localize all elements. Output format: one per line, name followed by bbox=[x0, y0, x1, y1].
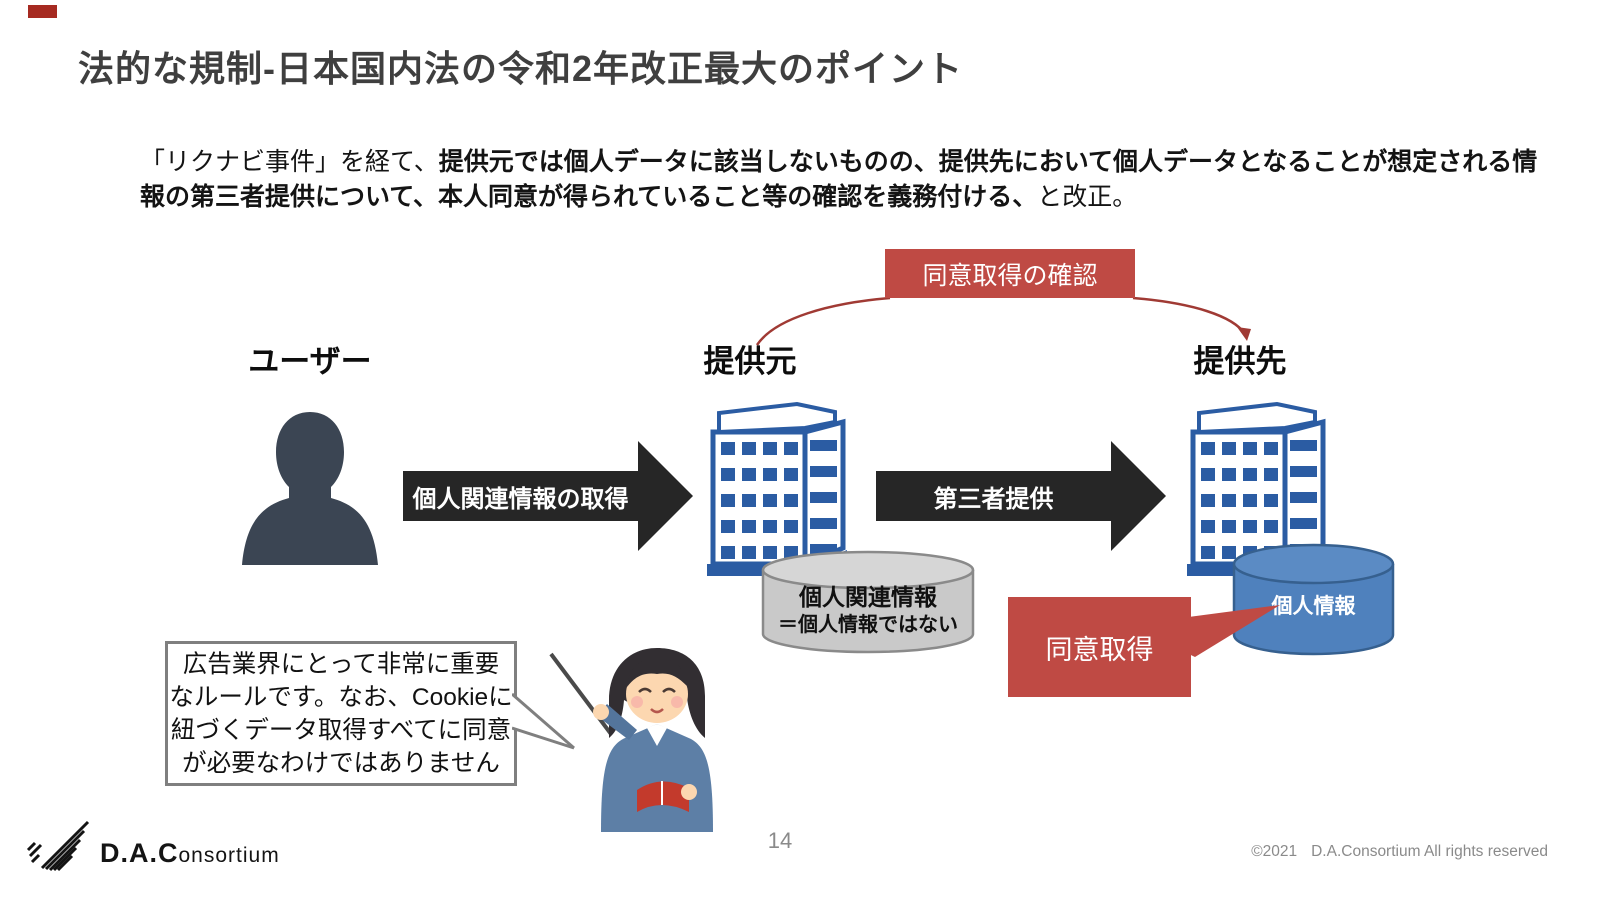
pointer-stick bbox=[549, 652, 613, 736]
consent-callout-label: 同意取得 bbox=[1008, 597, 1191, 697]
third-party-arrow: 第三者提供 bbox=[876, 441, 1166, 551]
user-silhouette-icon bbox=[242, 412, 378, 565]
body-paragraph: 「リクナビ事件」を経て、提供元では個人データに該当しないものの、提供先において個… bbox=[140, 145, 1545, 215]
acquisition-arrow: 個人関連情報の取得 bbox=[403, 441, 693, 551]
speech-bubble-line: 広告業界にとって非常に重要 bbox=[182, 650, 500, 678]
page-title: 法的な規制-日本国内法の令和2年改正最大のポイント bbox=[78, 48, 964, 89]
gray-cylinder-line2: ＝個人情報ではない bbox=[778, 614, 958, 636]
third-party-arrow-label: 第三者提供 bbox=[933, 485, 1054, 513]
page-number: 14 bbox=[767, 828, 793, 853]
logo-rest-text: onsortium bbox=[178, 844, 280, 867]
acquisition-arrow-label: 個人関連情報の取得 bbox=[412, 485, 629, 513]
logo-bold-text: D.A.C bbox=[100, 838, 179, 868]
database-cylinder-icon bbox=[761, 550, 975, 654]
provider-label: 提供元 bbox=[703, 344, 797, 379]
body-segment-regular-2: と改正。 bbox=[1037, 183, 1138, 211]
blue-cylinder-label: 個人情報 bbox=[1271, 595, 1356, 618]
consent-callout: 同意取得 bbox=[1008, 593, 1293, 699]
speech-bubble-line: なルールです。なお、Cookieに bbox=[169, 683, 513, 711]
consent-check-callout: 同意取得の確認 bbox=[885, 249, 1135, 298]
copyright-notice: ©2021 D.A.Consortium All rights reserved bbox=[1251, 843, 1548, 861]
dac-logo-icon bbox=[26, 820, 90, 872]
copyright-text: D.A.Consortium All rights reserved bbox=[1311, 843, 1548, 860]
callout-pointer bbox=[1128, 605, 1280, 657]
user-label: ユーザー bbox=[248, 344, 372, 379]
database-cylinder-icon bbox=[1232, 543, 1395, 656]
speech-bubble: 広告業界にとって非常に重要 なルールです。なお、Cookieに 紐づくデータ取得… bbox=[165, 641, 517, 786]
teacher-illustration bbox=[549, 648, 713, 832]
speech-bubble-line: 紐づくデータ取得すべてに同意 bbox=[170, 716, 512, 744]
provider-building-icon bbox=[707, 401, 847, 576]
speech-bubble-tail bbox=[512, 692, 575, 750]
related-info-database: 個人関連情報 ＝個人情報ではない bbox=[759, 550, 977, 654]
body-segment-regular: 「リクナビ事件」を経て、 bbox=[140, 148, 439, 176]
speech-bubble-line: が必要なわけではありません bbox=[182, 749, 500, 777]
recipient-label: 提供先 bbox=[1193, 344, 1287, 379]
copyright-year: ©2021 bbox=[1251, 843, 1298, 860]
gray-cylinder-line1: 個人関連情報 bbox=[799, 584, 937, 610]
slide-corner-mark bbox=[28, 5, 57, 18]
personal-info-database: 個人情報 bbox=[1230, 542, 1397, 657]
body-segment-bold: 提供元では個人データに該当しないものの、提供先において個人データとなることが想定… bbox=[140, 148, 1538, 211]
